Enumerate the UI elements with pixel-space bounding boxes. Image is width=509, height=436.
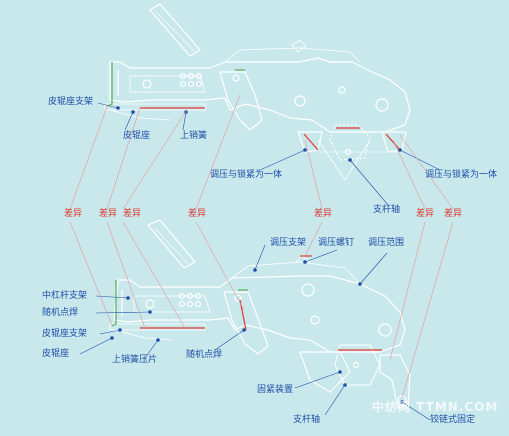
difference-label-3: 差异 <box>123 209 142 219</box>
label-middle-lever-bracket: 中杠杆支架 <box>42 291 88 301</box>
label-adjust-screw: 调压螺钉 <box>318 238 355 248</box>
label-hinge-chain-fix: 铰链式固定 <box>430 415 476 425</box>
label-upper-pin-spring-plate: 上销簧压片 <box>112 355 158 365</box>
label-adjust-bracket: 调压支架 <box>270 238 307 248</box>
watermark: 中纺网 TTMN.COM <box>372 400 499 414</box>
difference-label-2: 差异 <box>99 209 118 219</box>
label-fastening-device: 固紧装置 <box>257 385 294 395</box>
difference-label-7: 差异 <box>444 209 463 219</box>
label-roller-seat-bottom: 皮辊座 <box>42 349 70 359</box>
top-mechanism <box>104 3 411 181</box>
bottom-mechanism <box>109 219 411 409</box>
top-accents <box>107 62 401 151</box>
label-adjust-lock-right: 调压与锁紧为一体 <box>425 170 498 180</box>
difference-label-1: 差异 <box>64 209 83 219</box>
bottom-leaders <box>79 244 431 421</box>
label-roller-seat-bracket-bottom: 皮辊座支架 <box>42 329 88 339</box>
label-adjust-lock-left: 调压与锁紧为一体 <box>210 170 283 180</box>
label-spot-weld-2: 随机点焊 <box>186 350 223 360</box>
label-support-shaft-bottom: 支杆轴 <box>293 415 321 425</box>
label-roller-seat-bracket-top: 皮辊座支架 <box>48 97 94 107</box>
label-support-shaft-top: 支杆轴 <box>373 205 401 215</box>
difference-label-6: 差异 <box>416 209 435 219</box>
difference-leaders <box>69 94 454 399</box>
difference-label-5: 差异 <box>314 209 333 219</box>
label-adjust-range: 调压范围 <box>368 238 405 248</box>
label-spot-weld-1: 随机点焊 <box>42 308 79 318</box>
label-roller-seat-top: 皮辊座 <box>123 131 151 141</box>
difference-label-4: 差异 <box>188 209 207 219</box>
top-leaders <box>97 102 441 206</box>
label-upper-pin-spring: 上销簧 <box>180 131 208 141</box>
bottom-accents <box>111 255 382 351</box>
